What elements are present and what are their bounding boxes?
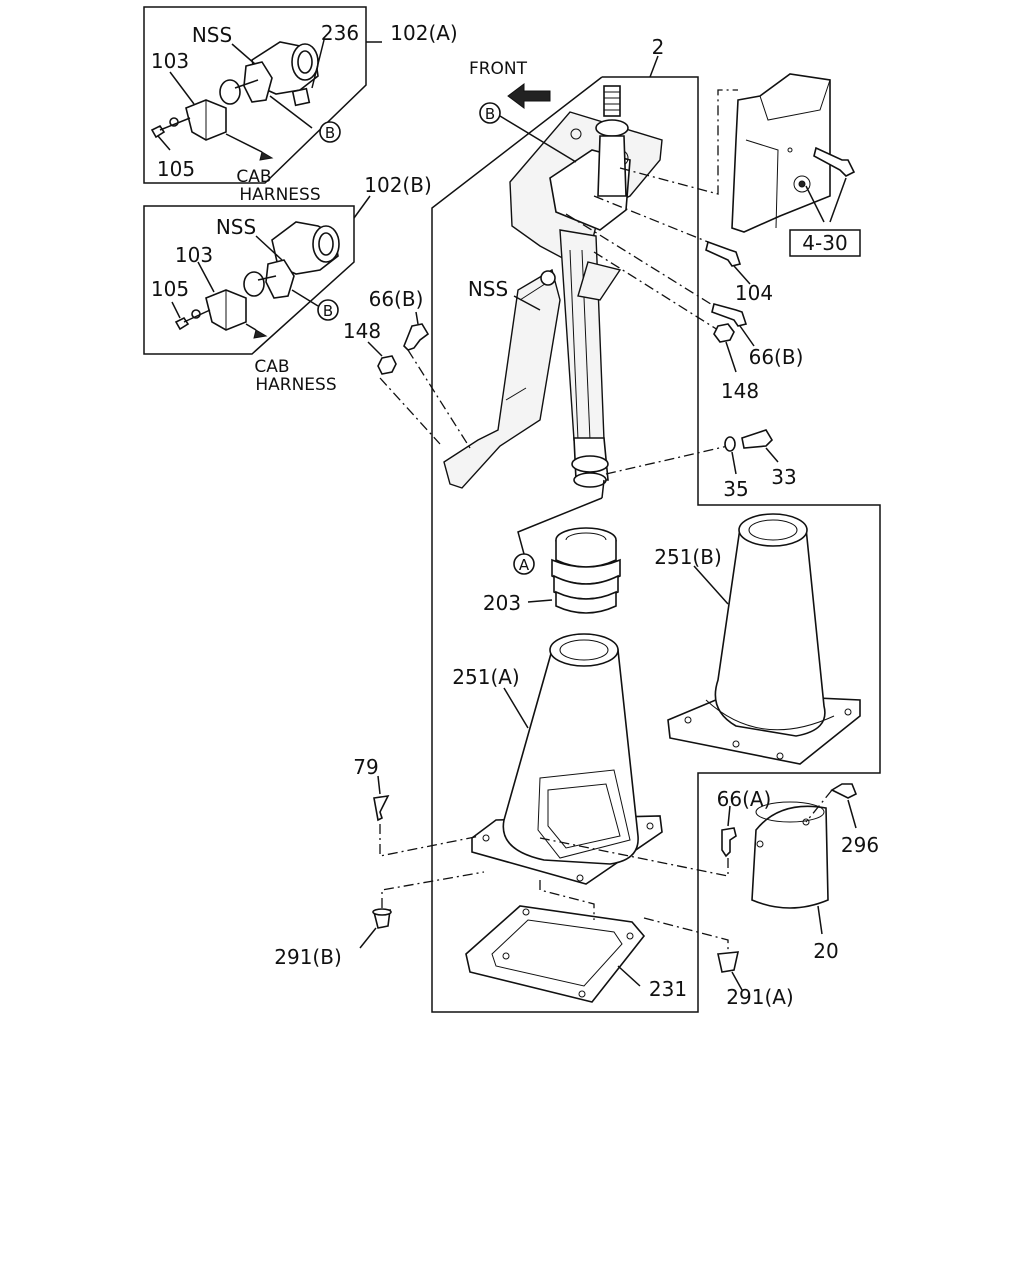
label-66a: 66(A): [717, 787, 772, 811]
part-236-clip: [291, 87, 311, 107]
label-291a: 291(A): [726, 985, 793, 1009]
bolt-104: 104: [593, 195, 773, 305]
label-102a: 102(A): [390, 21, 457, 45]
label-harness-a: HARNESS: [239, 185, 320, 205]
label-105-a: 105: [157, 157, 195, 181]
label-103-a: 103: [151, 49, 189, 73]
connector-102a: [150, 39, 325, 161]
bolt-66b-left: 66(B): [369, 287, 471, 449]
nut-148-right: 148: [593, 251, 759, 403]
label-nss-a: NSS: [192, 23, 232, 47]
label-66b-left: 66(B): [369, 287, 424, 311]
connector-102b: [171, 221, 340, 339]
clip-291b: 291(B): [274, 871, 485, 969]
bolt-33: [741, 429, 774, 449]
label-66b-right: 66(B): [749, 345, 804, 369]
nut-148-left: 148: [343, 319, 441, 445]
label-33: 33: [771, 465, 796, 489]
circle-b-label-a: B: [325, 124, 335, 142]
label-cab-a: CAB: [236, 167, 271, 187]
circle-b-marker-main: [479, 102, 501, 124]
label-front: FRONT: [469, 59, 528, 79]
washer-35: [724, 436, 736, 452]
bolt-4-30: [813, 146, 856, 177]
cover-20: 20: [751, 801, 839, 963]
clip-291a: 291(A): [643, 917, 794, 1009]
bolt-296: 296: [805, 783, 879, 857]
screw-66a: 66(A): [539, 787, 772, 877]
circle-b-label-b: B: [323, 302, 333, 320]
part-105-screw-b: [174, 316, 190, 331]
label-20: 20: [813, 939, 838, 963]
label-148-right: 148: [721, 379, 759, 403]
label-nss-b: NSS: [216, 215, 256, 239]
shift-lever-assembly: [443, 85, 663, 499]
cover-bracket-4-30: 4-30: [731, 73, 861, 257]
circle-b-marker-a: [319, 121, 341, 143]
label-148-left: 148: [343, 319, 381, 343]
label-291b: 291(B): [274, 945, 342, 969]
label-4-30: 4-30: [802, 231, 847, 255]
label-296: 296: [841, 833, 879, 857]
label-105-b: 105: [151, 277, 189, 301]
boot-203: 203: [483, 527, 621, 615]
label-251a: 251(A): [452, 665, 519, 689]
screw-79: 79: [353, 755, 481, 857]
label-102b: 102(B): [364, 173, 432, 197]
label-harness-b: HARNESS: [255, 375, 336, 395]
label-35: 35: [723, 477, 748, 501]
boot-251b: 251(B): [654, 513, 861, 765]
bolt-33-washer-35: 35 33: [605, 429, 797, 501]
shift-stick-top: [603, 85, 621, 117]
circle-a-marker: [513, 553, 535, 575]
label-203: 203: [483, 591, 521, 615]
circle-b-marker-b: [317, 299, 339, 321]
label-2: 2: [652, 35, 665, 59]
boot-251a: 251(A): [452, 633, 663, 885]
ref-box-4-30: [789, 229, 861, 257]
label-104: 104: [735, 281, 773, 305]
circle-a-label: A: [519, 556, 530, 574]
label-236: 236: [321, 21, 359, 45]
inset-102b: B NSS 102(B) 103 105 CAB HARNESS: [143, 173, 432, 395]
label-nss-main: NSS: [468, 277, 508, 301]
front-arrow-icon: [507, 83, 551, 109]
label-231: 231: [649, 977, 687, 1001]
bolt-66b-right: 66(B): [565, 213, 804, 369]
part-105-screw: [150, 124, 166, 139]
label-103-b: 103: [175, 243, 213, 267]
label-251b: 251(B): [654, 545, 722, 569]
label-79: 79: [353, 755, 378, 779]
circle-b-label-main: B: [485, 105, 495, 123]
front-indicator: FRONT: [469, 59, 551, 109]
label-cab-b: CAB: [254, 357, 289, 377]
gasket-231: 231: [465, 880, 687, 1003]
assembly-2-boundary: [431, 76, 881, 1013]
inset-102a: B NSS 236 102(A) 103 105 CAB HARNESS: [143, 6, 458, 205]
